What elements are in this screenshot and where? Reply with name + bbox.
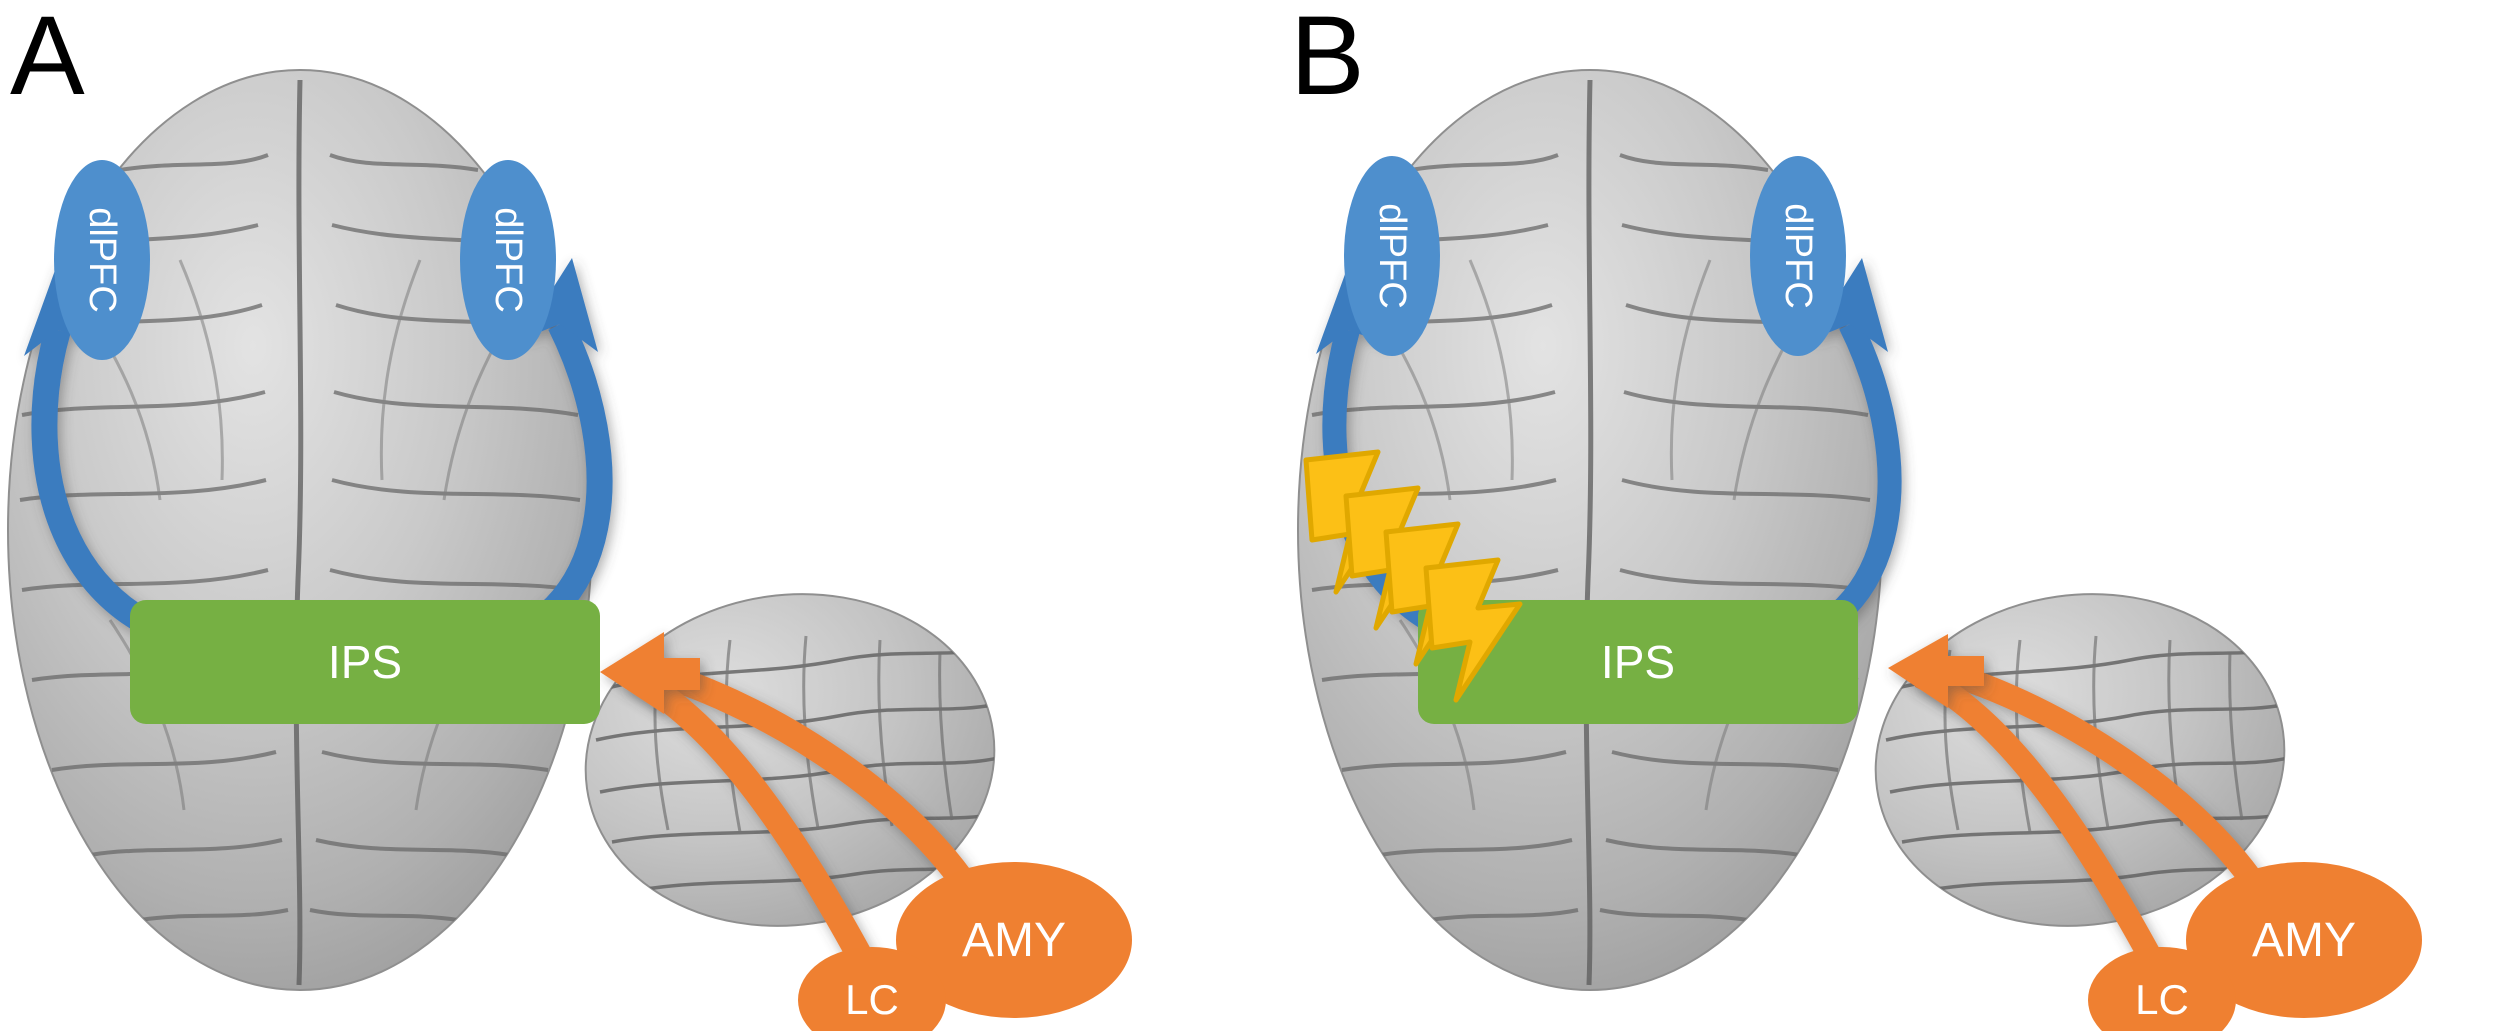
- node-ips[interactable]: [130, 600, 600, 724]
- panel-b-letter: B: [1290, 0, 1365, 118]
- arrowhead-into-ips: [600, 632, 700, 714]
- panel-a-graphics: [7, 69, 1132, 1031]
- connection-lc-to-ips: [1914, 665, 2163, 966]
- node-dlpfc-right[interactable]: [1750, 156, 1846, 356]
- node-ips[interactable]: [1418, 600, 1858, 724]
- panel-a-letter: A: [10, 0, 85, 118]
- node-lc[interactable]: [2088, 947, 2236, 1031]
- panel-b: B: [1250, 0, 2500, 1031]
- node-lc[interactable]: [798, 947, 946, 1031]
- stimulation-bolts: [1303, 449, 1523, 703]
- node-dlpfc-left[interactable]: [54, 160, 150, 360]
- arrowhead-into-ips: [1888, 634, 1984, 708]
- panel-b-graphics: [1297, 69, 2422, 1031]
- node-dlpfc-left[interactable]: [1344, 156, 1440, 356]
- node-amy[interactable]: [896, 862, 1132, 1018]
- lightning-bolt-icon: [1423, 557, 1523, 703]
- node-amy[interactable]: [2186, 862, 2422, 1018]
- panel-a: A: [7, 0, 1132, 1031]
- node-dlpfc-right[interactable]: [460, 160, 556, 360]
- connection-lc-to-ips: [624, 664, 874, 967]
